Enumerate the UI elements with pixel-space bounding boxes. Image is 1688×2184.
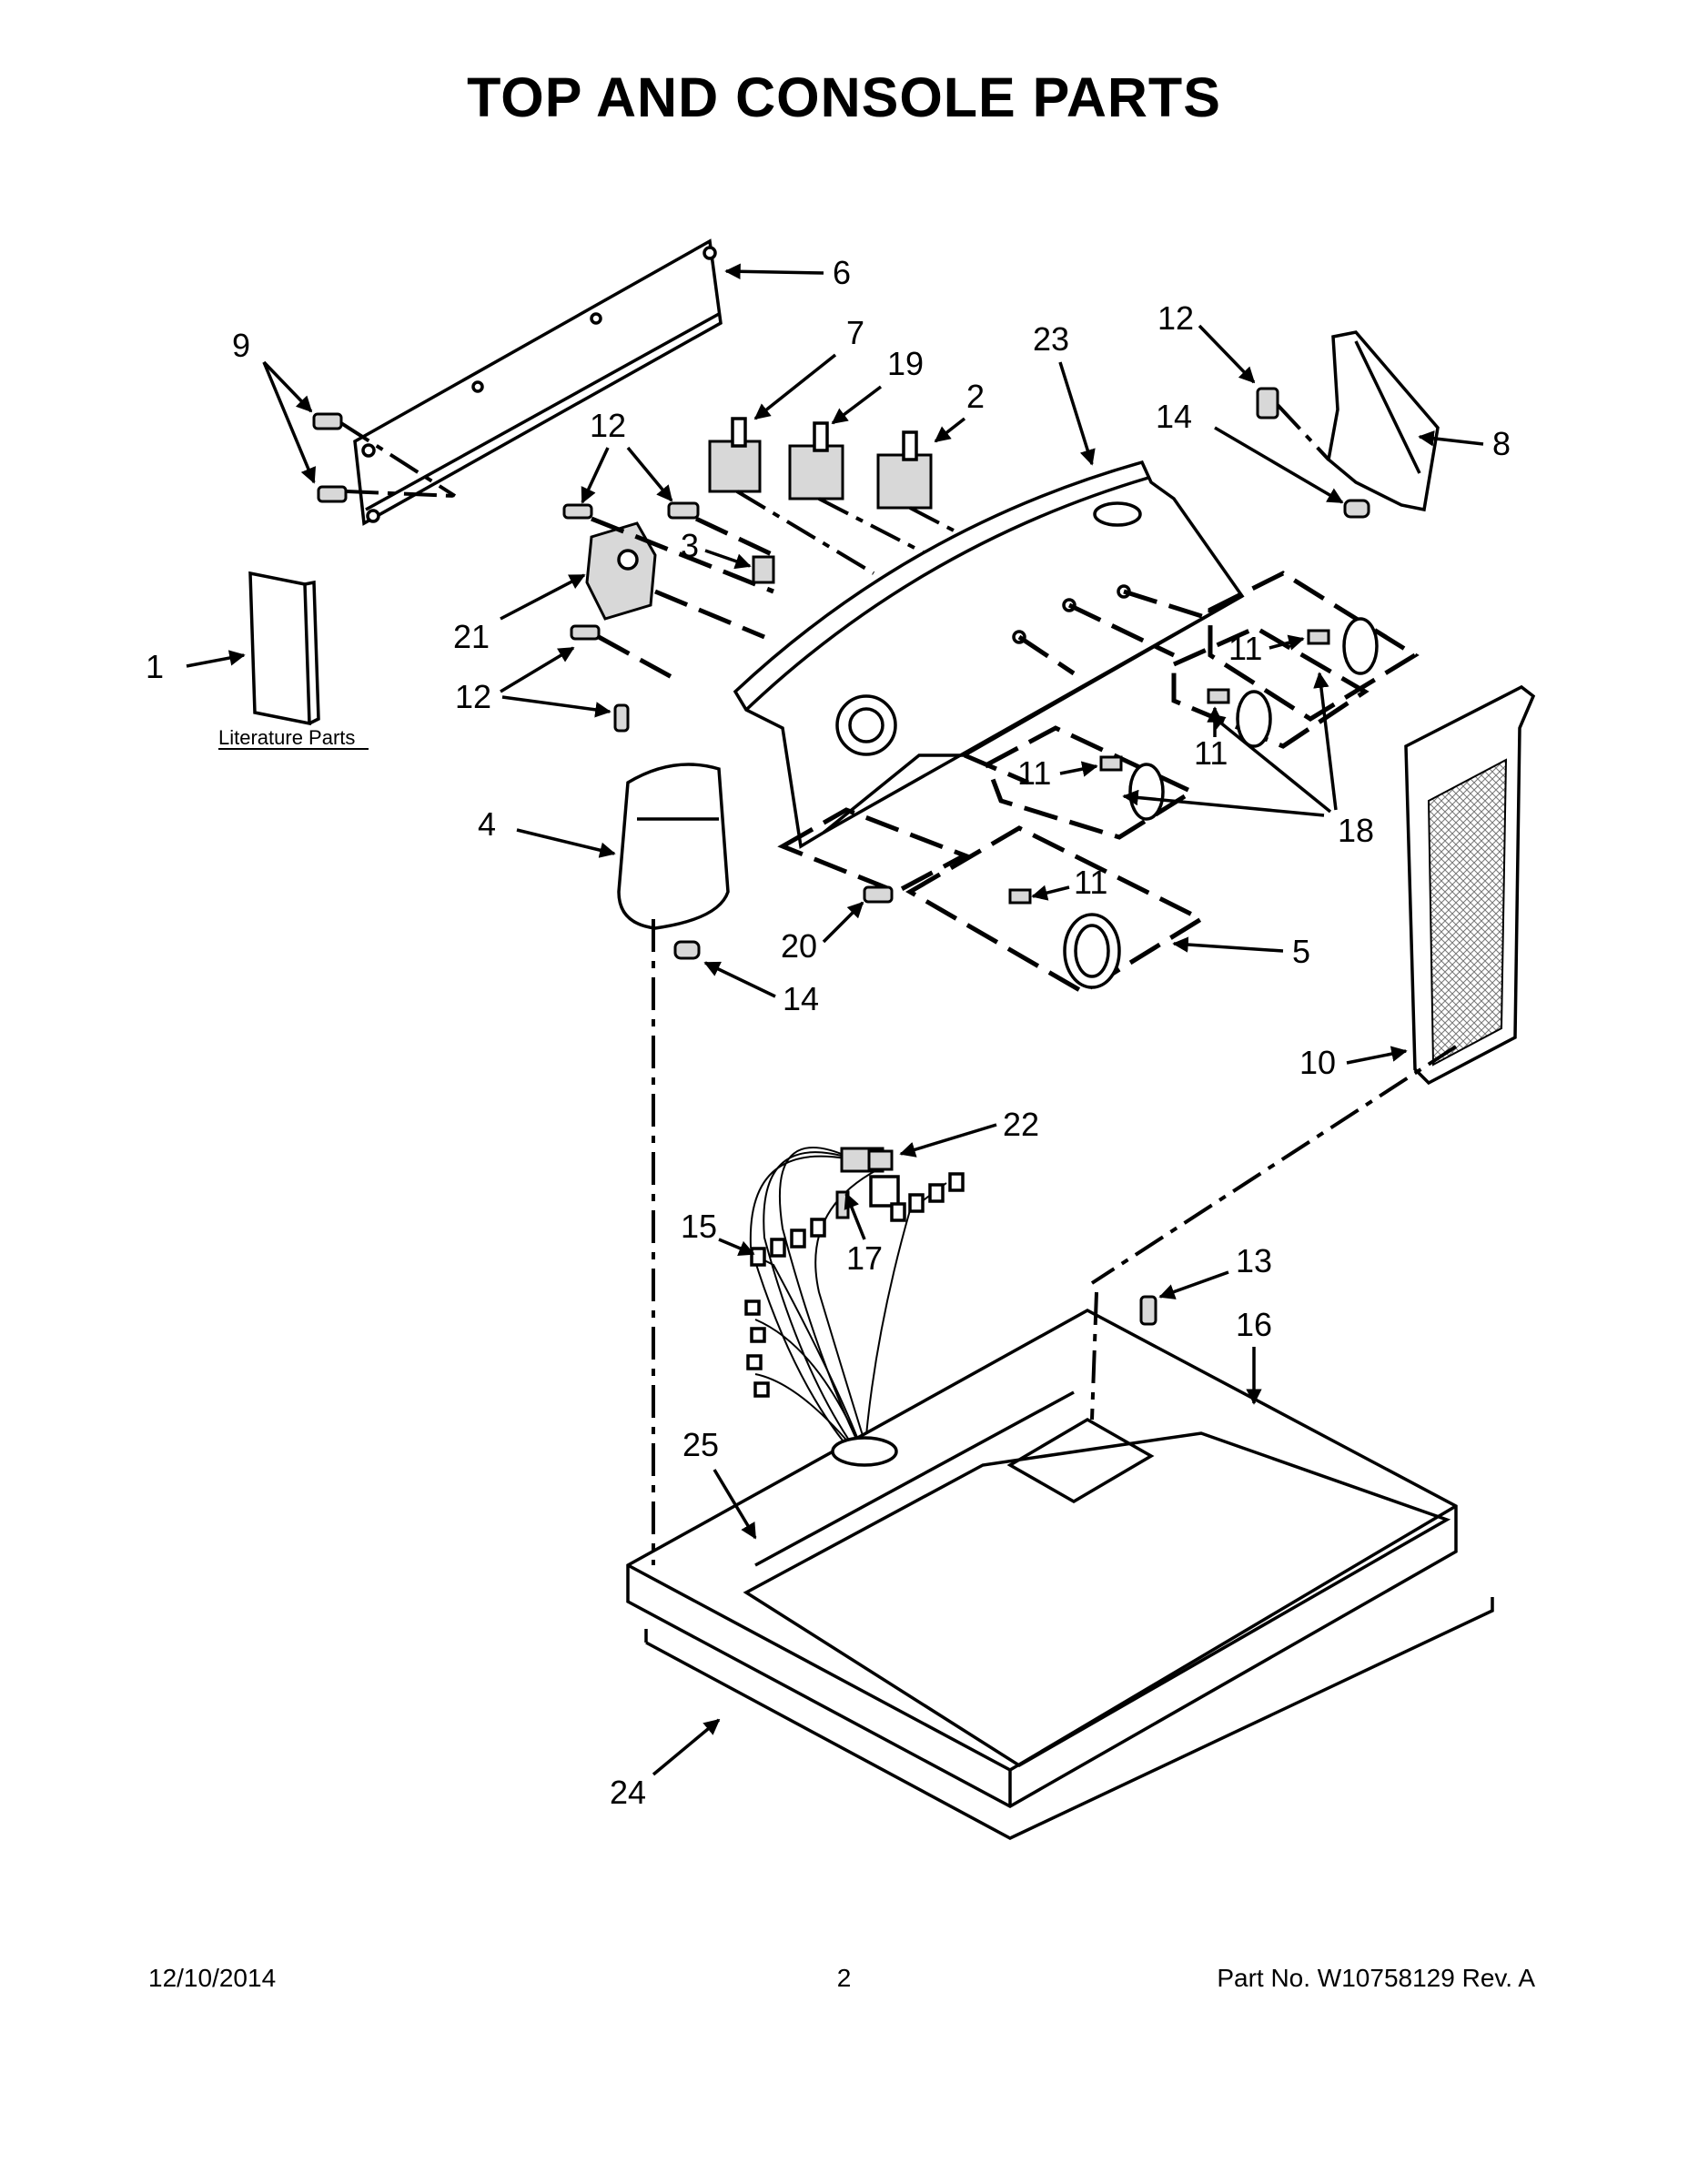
svg-text:7: 7 [846,314,864,351]
callout-24: 24 [610,1718,721,1811]
end-cap [617,763,730,930]
callout-20: 20 [781,901,864,965]
page-title: TOP AND CONSOLE PARTS [467,66,1221,128]
terminal-icon [744,1172,965,1398]
svg-text:1: 1 [146,648,164,685]
screw-icon [1256,387,1279,420]
callout-11b: 11 [1194,706,1228,772]
switch-clip-icon [752,555,775,584]
footer-page-number: 2 [836,1964,852,1992]
svg-text:14: 14 [783,980,819,1017]
svg-text:11: 11 [1228,630,1262,667]
svg-text:8: 8 [1492,425,1511,462]
callout-4: 4 [478,805,616,858]
callout-16: 16 [1236,1306,1272,1405]
dryer-top [626,1309,1458,1808]
svg-text:23: 23 [1033,320,1069,358]
callout-2: 2 [934,378,985,443]
svg-text:17: 17 [846,1239,883,1277]
screw-icon [863,885,894,904]
svg-text:19: 19 [887,345,924,382]
callout-15: 15 [681,1208,755,1256]
callout-5: 5 [1172,933,1310,970]
svg-text:25: 25 [682,1426,719,1463]
console-panel [733,460,1245,849]
knob-icon [1099,755,1165,821]
svg-text:24: 24 [610,1774,646,1811]
callout-7: 7 [753,314,864,420]
callout-6: 6 [724,254,851,291]
knob-icon [1307,617,1379,675]
svg-text:11: 11 [1017,754,1051,792]
svg-text:10: 10 [1299,1044,1336,1081]
callout-11c: 11 [1017,754,1098,792]
svg-text:2: 2 [966,378,985,415]
svg-text:3: 3 [681,527,699,564]
svg-text:18: 18 [1338,812,1374,849]
knob-icon [1008,888,1121,989]
callout-12c: 12 [1157,299,1256,384]
svg-text:12: 12 [1157,299,1194,337]
callout-12a: 12 [581,407,673,504]
screw-icon [312,412,348,503]
clip-icon [1343,499,1370,519]
svg-text:6: 6 [833,254,851,291]
svg-text:22: 22 [1003,1106,1039,1143]
callout-21: 21 [453,573,586,655]
callout-18: 18 [1122,672,1374,849]
footer-date: 12/10/2014 [148,1964,277,1992]
callout-12b: 12 [455,646,612,718]
callout-25: 25 [682,1426,757,1540]
callout-10: 10 [1299,1044,1408,1081]
svg-text:20: 20 [781,927,817,965]
callout-13: 13 [1158,1242,1272,1299]
svg-text:5: 5 [1292,933,1310,970]
callout-11a: 11 [1228,630,1305,667]
switch-icon [788,421,844,500]
svg-text:11: 11 [1074,864,1107,901]
callout-17: 17 [844,1192,883,1277]
svg-text:9: 9 [232,327,250,364]
svg-text:14: 14 [1156,398,1192,435]
svg-text:12: 12 [455,678,491,715]
svg-text:16: 16 [1236,1306,1272,1343]
lint-screen [1404,684,1536,1086]
callout-14b: 14 [703,961,819,1017]
callout-3: 3 [681,527,752,570]
bracket [1327,330,1440,512]
screw-icon [562,501,700,733]
svg-text:15: 15 [681,1208,717,1245]
gasket [644,1597,1494,1840]
callout-22: 22 [899,1106,1039,1158]
svg-text:21: 21 [453,618,490,655]
callout-23: 23 [1033,320,1096,466]
switch-icon [708,417,762,493]
literature-parts-label: Literature Parts [218,726,355,749]
callout-8: 8 [1418,425,1511,462]
screw-icon [1139,1295,1157,1326]
clip-icon [673,940,701,960]
knob-icon [1207,688,1272,748]
callout-1: 1 [146,648,246,685]
callout-11d: 11 [1031,864,1107,901]
footer-part-number: Part No. W10758129 Rev. A [1217,1964,1535,1992]
svg-text:4: 4 [478,805,496,843]
literature-booklet-icon [248,571,320,726]
switch-icon [876,430,933,510]
rear-console-panel [353,238,723,526]
svg-text:11: 11 [1194,734,1228,772]
callout-19: 19 [831,345,924,425]
callout-9: 9 [232,327,317,484]
svg-text:12: 12 [590,407,626,444]
svg-text:13: 13 [1236,1242,1272,1279]
timer-icon [585,521,657,621]
callout-14a: 14 [1156,398,1344,504]
